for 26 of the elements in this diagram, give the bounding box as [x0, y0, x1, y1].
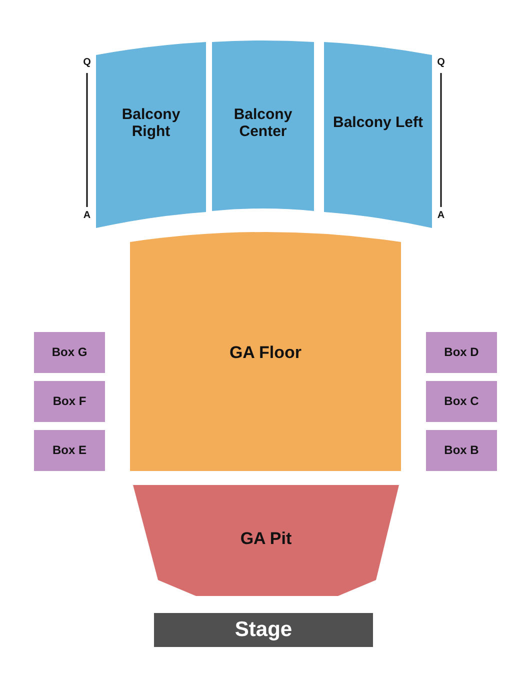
row-label: A	[437, 210, 445, 221]
section-label: GA Floor	[229, 342, 302, 362]
section-label: Box E	[52, 444, 86, 458]
balcony-section	[96, 42, 206, 228]
section-label: Box C	[444, 394, 479, 408]
section-label: GA Pit	[240, 528, 292, 548]
section-label: Stage	[234, 618, 292, 642]
section-label: Box G	[52, 346, 88, 360]
pit-section	[133, 485, 399, 596]
balcony-section	[212, 40, 314, 214]
section-label: Balcony Center	[232, 106, 294, 140]
box-section	[426, 381, 497, 422]
box-section	[426, 430, 497, 471]
box-section	[34, 332, 105, 373]
section-label: Balcony Right	[120, 106, 182, 140]
stage	[154, 613, 373, 647]
floor-section	[130, 230, 401, 471]
section-label: Box B	[444, 444, 479, 458]
section-label: Box F	[52, 394, 86, 408]
box-section	[34, 430, 105, 471]
row-label: A	[83, 210, 91, 221]
section-label: Balcony Left	[333, 114, 423, 132]
box-section	[426, 332, 497, 373]
section-label: Box D	[444, 346, 479, 360]
balcony-section	[324, 42, 432, 228]
box-section	[34, 381, 105, 422]
